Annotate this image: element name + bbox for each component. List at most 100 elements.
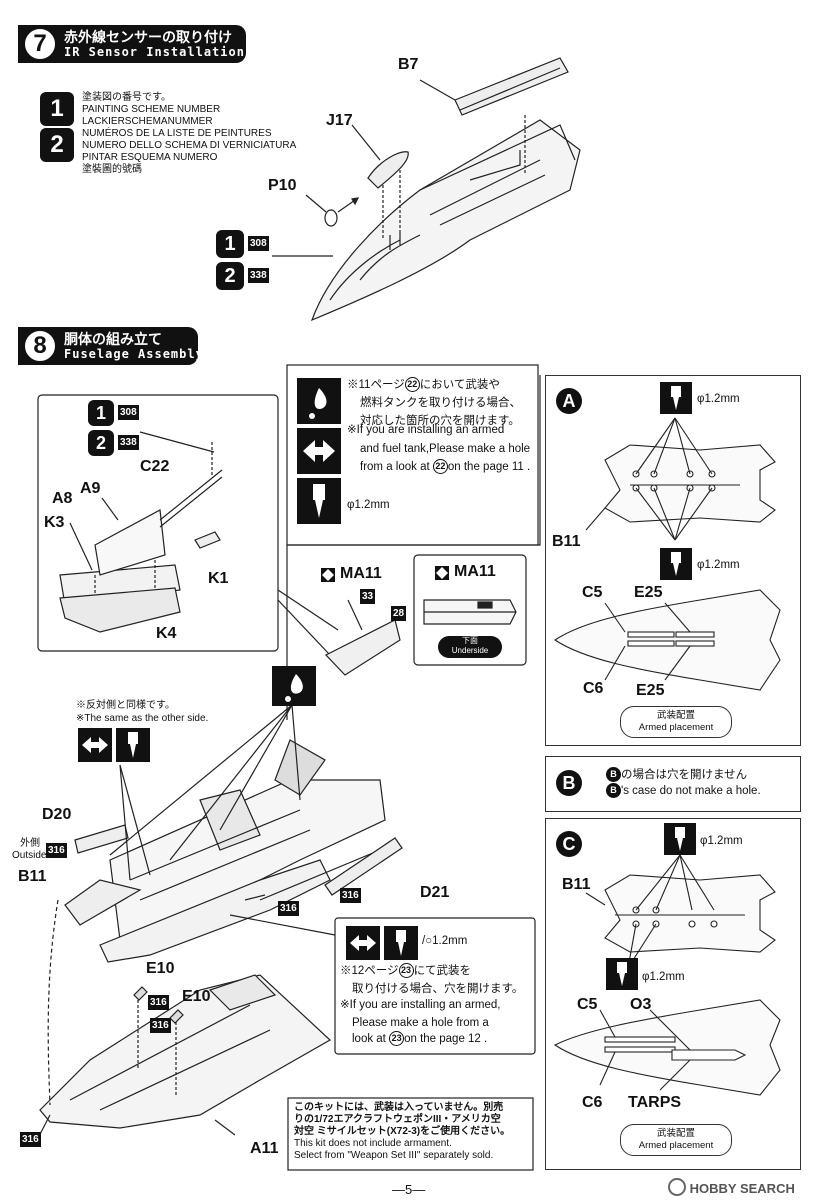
part-k1-label: K1 xyxy=(208,570,229,587)
panel-c-placement-en: Armed placement xyxy=(638,1140,714,1151)
underside-jp: 下面 xyxy=(462,636,478,645)
part-a9-label: A9 xyxy=(80,480,101,497)
color-316-e10a: 316 xyxy=(148,995,169,1010)
watermark-text: HOBBY SEARCH xyxy=(689,1181,795,1196)
step8-title-en: Fuselage Assembly xyxy=(64,347,204,361)
underside-decal-frame xyxy=(413,554,527,666)
step8-title-jp: 胴体の組み立て xyxy=(64,332,162,348)
drill-icon-c1 xyxy=(664,823,696,855)
drill-note-en3-a: from a look at xyxy=(360,461,430,473)
panel-b-letter: B xyxy=(556,770,582,796)
page-ref-22: 22 xyxy=(404,377,420,392)
both-sides-arrow-icon-small xyxy=(78,728,112,762)
note12-drill-size: /○1.2mm xyxy=(422,935,468,947)
decal-ma11-label: MA11 xyxy=(340,565,382,582)
note12-jp1-b: にて武装を xyxy=(413,965,472,977)
page-ref-22-en: 22 xyxy=(432,459,448,474)
part-e10-label-b: E10 xyxy=(182,988,211,1005)
legend-line: PINTAR ESQUEMA NUMERO xyxy=(82,152,218,163)
drill-note-jp2: 燃料タンクを取り付ける場合、 xyxy=(360,397,521,409)
decal-ma11-label-2: MA11 xyxy=(454,563,496,580)
panel-a-letter: A xyxy=(556,388,582,414)
color-316-e10b: 316 xyxy=(150,1018,171,1033)
step7-color-338: 338 xyxy=(248,268,269,283)
part-d21-label: D21 xyxy=(420,884,450,901)
drill-note-en3-b: on the page 11 . xyxy=(447,461,531,473)
underside-en: Underside xyxy=(451,646,489,655)
both-sides-arrow-icon-note12 xyxy=(346,926,380,960)
part-j17-label: J17 xyxy=(326,112,353,129)
note12-en3-a: look at xyxy=(352,1033,386,1045)
panel-a-e25-label-top: E25 xyxy=(634,584,663,601)
drill-note-frame xyxy=(286,364,539,546)
color-316-body: 316 xyxy=(278,901,299,916)
drill-note-jp1-a: ※11ページ xyxy=(347,379,405,391)
fuselage-assembly-drawing xyxy=(37,704,403,1139)
part-b11-label: B11 xyxy=(18,868,47,885)
j17-sensor-drawing xyxy=(367,151,409,189)
panel-b-en-text: 's case do not make a hole. xyxy=(621,785,761,797)
part-k3-label: K3 xyxy=(44,514,65,531)
underside-tag: 下面 Underside xyxy=(438,636,502,658)
same-side-note-jp: ※反対側と同様です。 xyxy=(76,700,175,711)
drill-icon-small xyxy=(116,728,150,762)
legend-scheme-1: 1 xyxy=(40,92,74,126)
glue-drop-icon xyxy=(297,378,341,424)
part-d20-label: D20 xyxy=(42,806,72,823)
note12-frame xyxy=(334,917,536,1055)
panel-b-en: B's case do not make a hole. xyxy=(606,782,761,801)
step8-number: 8 xyxy=(22,328,58,364)
same-side-note-en: ※The same as the other side. xyxy=(76,713,209,724)
legend-line: 塗裝圖的號碼 xyxy=(82,164,142,175)
decal-diamond-icon xyxy=(435,566,449,580)
drill-note-jp1-b: において武装や xyxy=(419,379,500,391)
inset-frame xyxy=(37,394,279,652)
decal-33: 33 xyxy=(360,589,376,604)
panel-a-drill-2: φ1.2mm xyxy=(697,559,740,571)
panel-c-c5-label: C5 xyxy=(577,996,598,1013)
step7-number: 7 xyxy=(22,26,58,62)
watermark-logo-icon xyxy=(668,1178,686,1196)
color-316-a11: 316 xyxy=(20,1132,41,1147)
part-k4-label: K4 xyxy=(156,625,177,642)
legend-line: NUMERO DELLO SCHEMA DI VERNICIATURA xyxy=(82,140,297,151)
part-b7-label: B7 xyxy=(398,56,419,73)
note12-jp2: 取り付ける場合、穴を開けます。 xyxy=(352,983,524,995)
panel-c-b11-label: B11 xyxy=(562,876,591,893)
legend-line: LACKIERSCHEMANUMMER xyxy=(82,116,213,127)
note12-en2: Please make a hole from a xyxy=(352,1017,489,1029)
panel-b xyxy=(545,756,801,812)
part-a11-label: A11 xyxy=(250,1140,279,1157)
panel-a-c5-label: C5 xyxy=(582,584,603,601)
outside-jp: 外側 xyxy=(20,838,40,849)
drill-icon-note12 xyxy=(384,926,418,960)
inset-color-338: 338 xyxy=(118,435,139,450)
drill-note-jp3: 対応した箇所の穴を開けます。 xyxy=(360,415,520,427)
part-c22-label: C22 xyxy=(140,458,170,475)
legend-line: 塗装図の番号です。 xyxy=(82,92,171,103)
outside-en: Outside xyxy=(12,850,47,861)
step7-scheme-2: 2 xyxy=(216,262,244,290)
step7-banner: 7 赤外線センサーの取り付け IR Sensor Installation xyxy=(18,25,246,63)
kit-note-en1: This kit does not include armament. xyxy=(294,1138,452,1149)
panel-a-drill-1: φ1.2mm xyxy=(697,393,740,405)
panel-c-drill-2: φ1.2mm xyxy=(642,971,685,983)
panel-c-placement-badge: 武装配置 Armed placement xyxy=(620,1124,732,1156)
legend-line: PAINTING SCHEME NUMBER xyxy=(82,104,221,115)
kit-note-en2: Select from "Weapon Set III" separately … xyxy=(294,1150,494,1161)
step8-banner: 8 胴体の組み立て Fuselage Assembly xyxy=(18,327,203,365)
decal-28: 28 xyxy=(391,606,407,621)
drill-icon-a2 xyxy=(660,548,692,580)
inset-scheme-1: 1 xyxy=(88,400,114,426)
color-316-d21: 316 xyxy=(340,888,361,903)
panel-a-placement-jp: 武装配置 xyxy=(656,710,695,721)
p10-ring-drawing xyxy=(324,209,338,227)
kit-note-jp2: りの1/72エアクラフトウェポンIII・アメリカ空 xyxy=(294,1114,501,1125)
page-ref-23: 23 xyxy=(398,963,414,978)
panel-b-ref-1: B xyxy=(606,767,621,782)
kit-note: このキットには、武装は入っていません。別売 りの1/72エアクラフトウェポンII… xyxy=(294,1102,510,1162)
